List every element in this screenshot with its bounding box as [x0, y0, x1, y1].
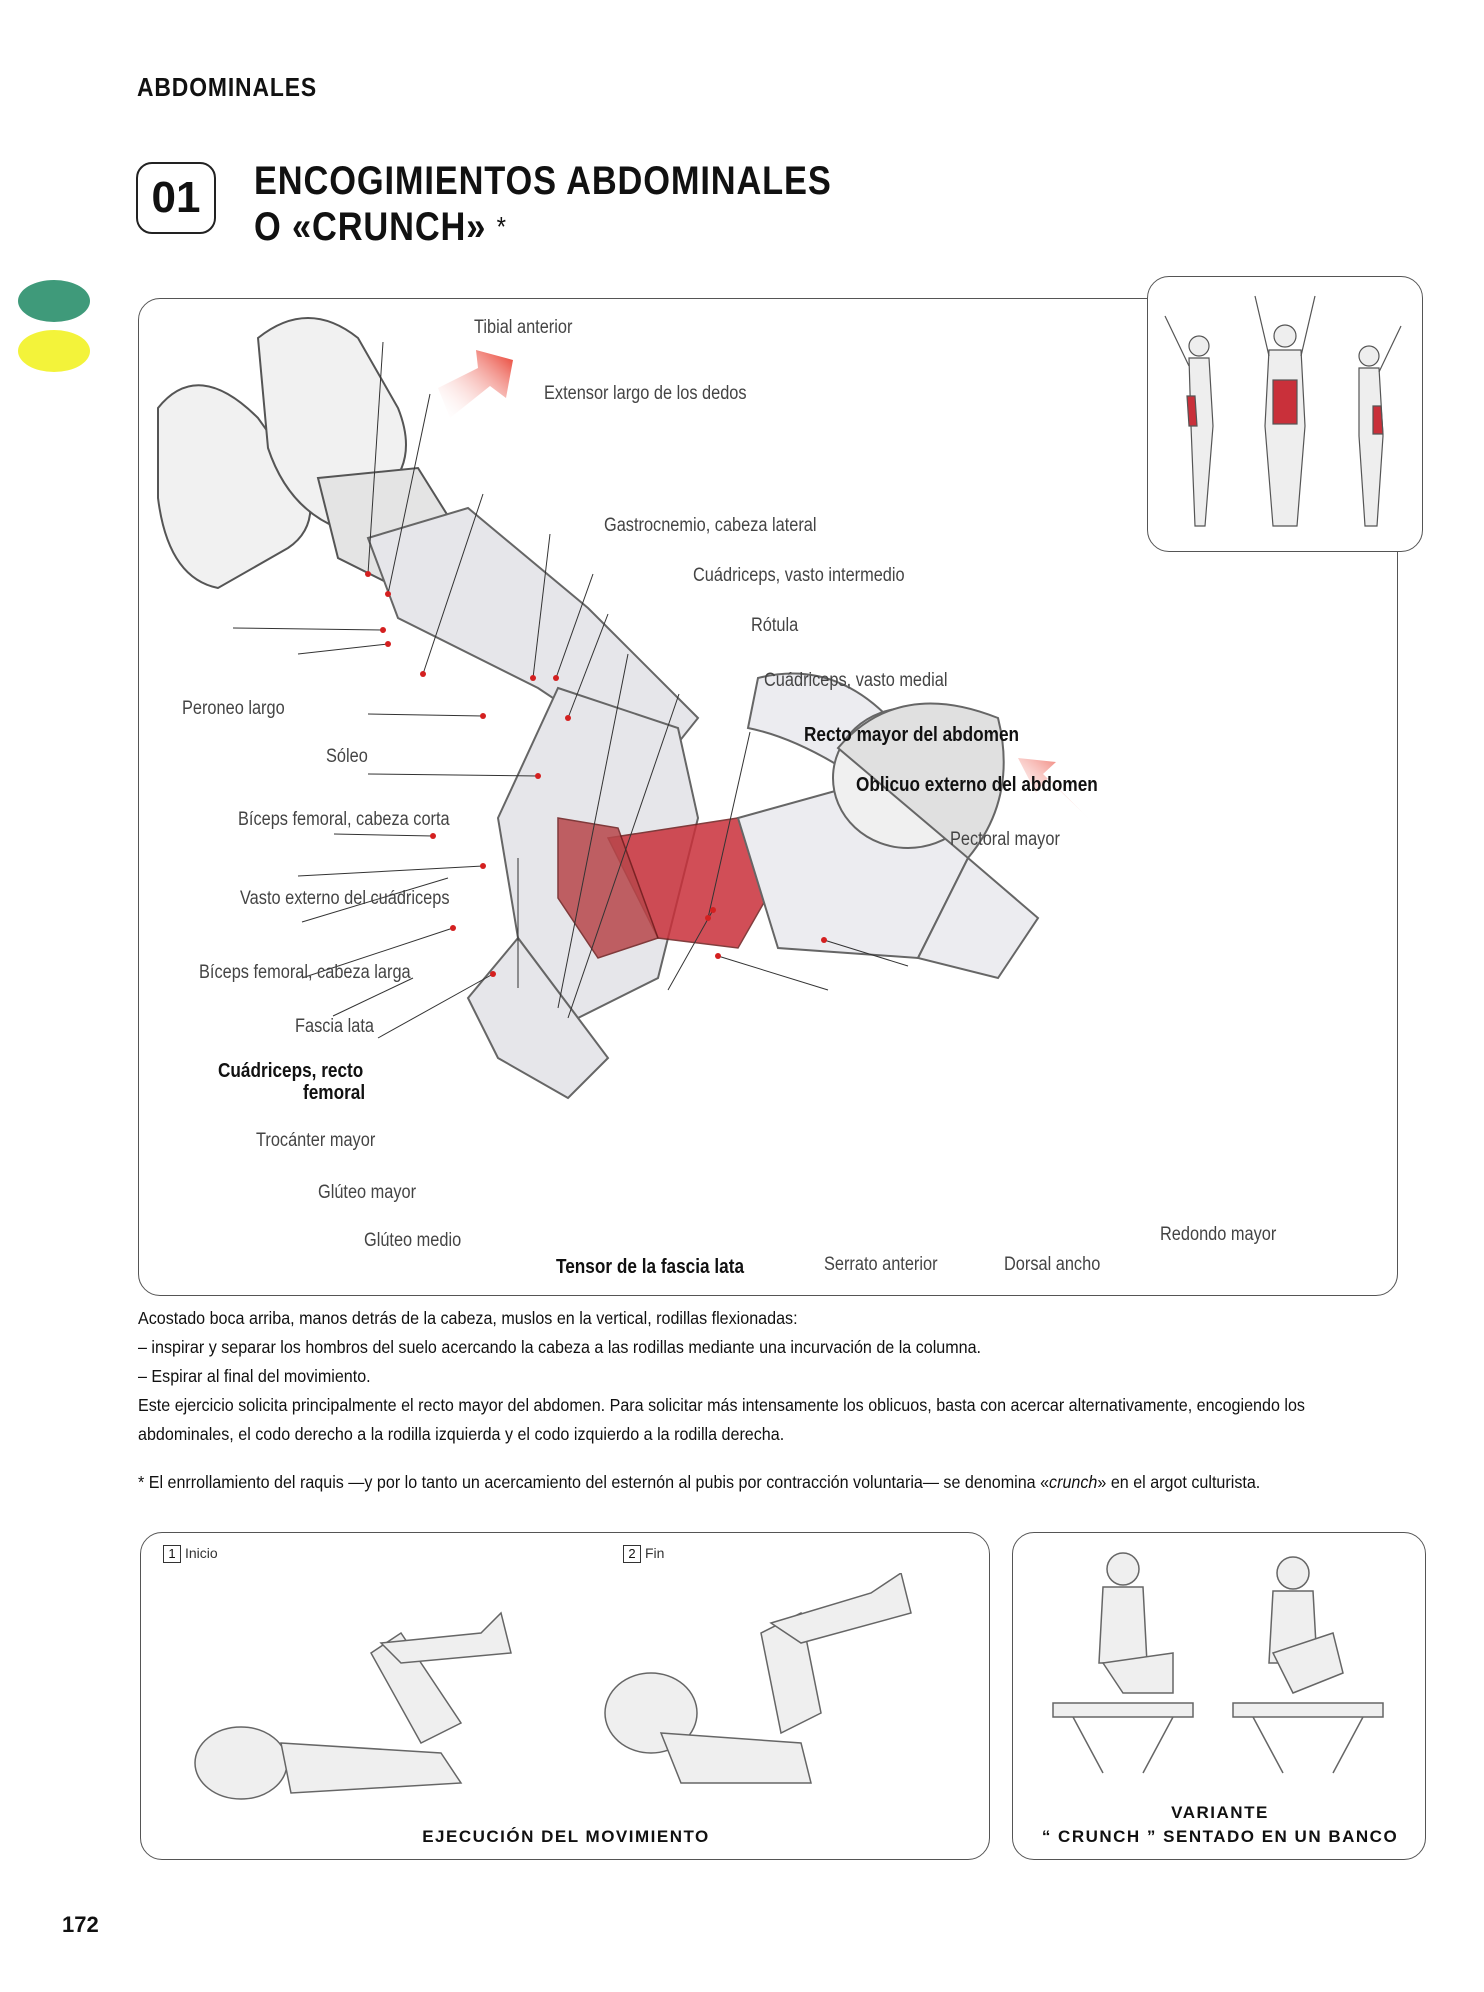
head-illustration — [832, 702, 1005, 860]
label-pectoral-mayor: Pectoral mayor — [950, 829, 1060, 850]
exercise-description: Acostado boca arriba, manos detrás de la… — [138, 1304, 1325, 1449]
step-1-number: 1 — [163, 1545, 181, 1563]
label-vasto-intermedio: Cuádriceps, vasto intermedio — [693, 565, 905, 586]
leader-dots — [365, 571, 827, 977]
exercise-title-line1: ENCOGIMIENTOS ABDOMINALES — [254, 159, 832, 203]
label-serrato: Serrato anterior — [824, 1254, 938, 1275]
label-recto-femoral-2: femoral — [303, 1082, 366, 1104]
bench-figure-right — [1232, 1556, 1384, 1774]
motion-arrow-legs — [438, 350, 513, 418]
feet-illustration — [157, 317, 470, 590]
figure-front-center — [1254, 295, 1316, 527]
variant-panel: VARIANTE “ CRUNCH ” SENTADO EN UN BANCO — [1012, 1532, 1426, 1860]
exercise-title: ENCOGIMIENTOS ABDOMINALES O «CRUNCH» * — [254, 158, 832, 250]
label-biceps-corta: Bíceps femoral, cabeza corta — [238, 809, 450, 830]
start-position-figure — [194, 1611, 512, 1800]
label-dorsal: Dorsal ancho — [1004, 1254, 1101, 1275]
label-trocanter: Trocánter mayor — [256, 1130, 376, 1151]
footnote-before: * El enrrollamiento del raquis —y por lo… — [138, 1472, 1050, 1492]
label-rotula: Rótula — [751, 615, 799, 636]
abdominal-muscles — [557, 817, 779, 959]
exercise-number-badge: 01 — [136, 162, 216, 234]
label-gluteo-mayor: Glúteo mayor — [318, 1182, 417, 1203]
figure-side-right — [1358, 325, 1402, 527]
yellow-tab-marker — [18, 330, 90, 372]
description-line: Este ejercicio solicita principalmente e… — [138, 1395, 1305, 1444]
description-line: – Espirar al final del movimiento. — [138, 1366, 371, 1386]
step-2-text: Fin — [645, 1545, 665, 1561]
label-vasto-medial: Cuádriceps, vasto medial — [764, 670, 948, 691]
figure-side-left — [1164, 315, 1214, 527]
label-oblicuo-externo: Oblicuo externo del abdomen — [856, 774, 1098, 796]
step-1-text: Inicio — [185, 1545, 218, 1561]
green-tab-marker — [18, 280, 90, 322]
label-recto-mayor: Recto mayor del abdomen — [804, 724, 1020, 746]
end-position-figure — [604, 1573, 912, 1784]
footnote: * El enrrollamiento del raquis —y por lo… — [138, 1472, 1334, 1493]
description-line: – inspirar y separar los hombros del sue… — [138, 1337, 982, 1357]
footnote-term: crunch — [1049, 1472, 1098, 1492]
execution-illustrations — [194, 1573, 912, 1800]
anatomy-illustration — [157, 317, 1088, 1100]
variant-caption-line1: VARIANTE — [1171, 1803, 1269, 1822]
page-number: 172 — [62, 1912, 99, 1937]
label-biceps-larga: Bíceps femoral, cabeza larga — [199, 962, 411, 983]
exercise-title-line2: O «CRUNCH» * — [254, 204, 832, 250]
description-line: Acostado boca arriba, manos detrás de la… — [138, 1308, 798, 1328]
bench-figure-left — [1052, 1552, 1194, 1774]
label-fascia-lata: Fascia lata — [295, 1016, 375, 1037]
label-recto-femoral-1: Cuádriceps, recto — [218, 1060, 364, 1082]
section-title: ABDOMINALES — [137, 72, 318, 102]
label-gastrocnemio: Gastrocnemio, cabeza lateral — [604, 515, 817, 536]
variant-caption-line2: “ CRUNCH ” SENTADO EN UN BANCO — [1041, 1827, 1399, 1846]
label-extensor-largo: Extensor largo de los dedos — [544, 383, 747, 404]
label-vasto-externo: Vasto externo del cuádriceps — [240, 888, 450, 909]
label-redondo: Redondo mayor — [1160, 1224, 1277, 1245]
label-tensor-fascia: Tensor de la fascia lata — [556, 1256, 745, 1278]
label-gluteo-medio: Glúteo medio — [364, 1230, 462, 1251]
footnote-after: » en el argot culturista. — [1097, 1472, 1261, 1492]
title-asterisk: * — [496, 211, 507, 242]
step-2-number: 2 — [623, 1545, 641, 1563]
muscle-map-figures — [1164, 295, 1402, 527]
label-peroneo-largo: Peroneo largo — [182, 698, 285, 719]
label-soleo: Sóleo — [326, 746, 368, 767]
motion-arrow-torso — [1018, 758, 1088, 818]
legs-illustration — [366, 506, 700, 1100]
execution-caption: EJECUCIÓN DEL MOVIMIENTO — [422, 1827, 710, 1846]
title-line2-text: O «CRUNCH» — [254, 205, 487, 249]
leader-lines — [232, 341, 909, 1039]
label-tibial-anterior: Tibial anterior — [474, 317, 573, 338]
variant-illustrations — [1052, 1552, 1384, 1774]
